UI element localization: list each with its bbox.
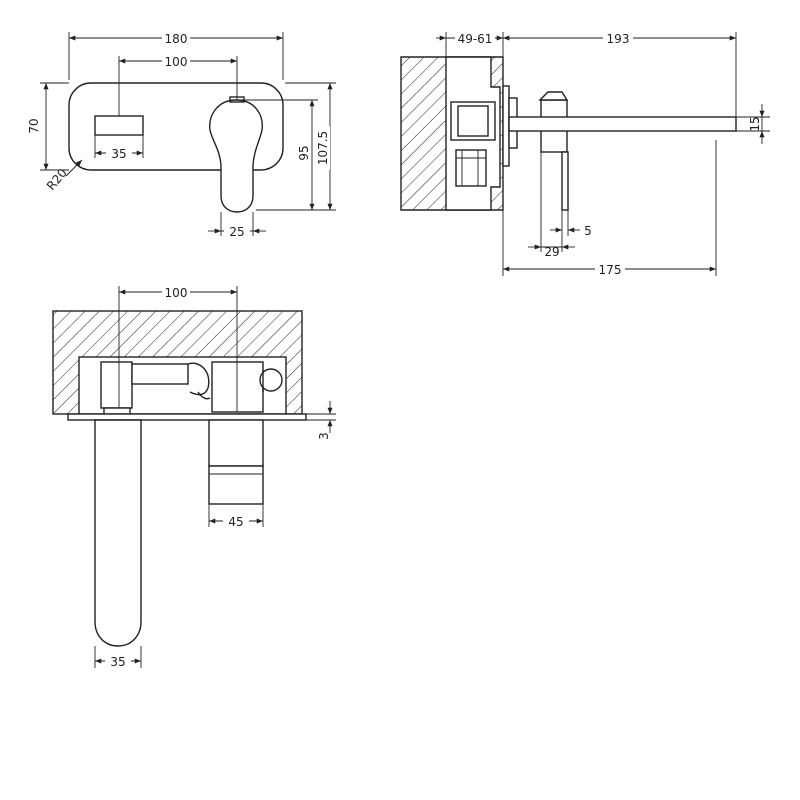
dim-label-100-top: 100	[165, 286, 188, 300]
dim-label-3: 3	[317, 432, 331, 440]
dim-label-35-slot: 35	[111, 147, 126, 161]
spout-slot	[94, 115, 144, 136]
side-valve-lower	[455, 149, 487, 187]
top-lever-head	[208, 465, 264, 505]
lever-handle	[209, 99, 263, 213]
dim-label-70: 70	[27, 118, 41, 133]
front-view: 180 100 70 35 R20 25 95	[27, 31, 336, 239]
dim-label-15: 15	[748, 116, 762, 131]
dim-label-29: 29	[544, 245, 559, 259]
dim-label-5: 5	[584, 224, 592, 238]
top-spout-housing	[100, 361, 133, 409]
dim-label-175: 175	[599, 263, 622, 277]
dim-label-49-61: 49-61	[458, 32, 493, 46]
top-valve-outlet	[259, 368, 283, 392]
top-lever-stem	[208, 419, 264, 467]
side-view: 49-61 193 15 5 29 175	[400, 31, 770, 277]
top-backplate	[67, 413, 307, 421]
dim-label-35-spout: 35	[110, 655, 125, 669]
side-spout	[508, 116, 737, 132]
dim-label-100-front: 100	[165, 55, 188, 69]
radius-leader	[65, 159, 83, 177]
dim-label-95: 95	[297, 145, 311, 160]
dim-label-193: 193	[607, 32, 630, 46]
top-spout	[94, 419, 142, 647]
dim-label-25: 25	[229, 225, 244, 239]
dim-label-45: 45	[228, 515, 243, 529]
top-view: 100 3 45 35	[52, 285, 336, 669]
side-lever-knob	[538, 91, 569, 101]
top-valve-cartridge	[211, 361, 264, 413]
backplate	[68, 82, 284, 171]
dim-label-107: 107.5	[316, 131, 330, 165]
top-crosspipe	[131, 363, 189, 385]
dim-label-180: 180	[165, 32, 188, 46]
side-backplate	[502, 85, 510, 167]
